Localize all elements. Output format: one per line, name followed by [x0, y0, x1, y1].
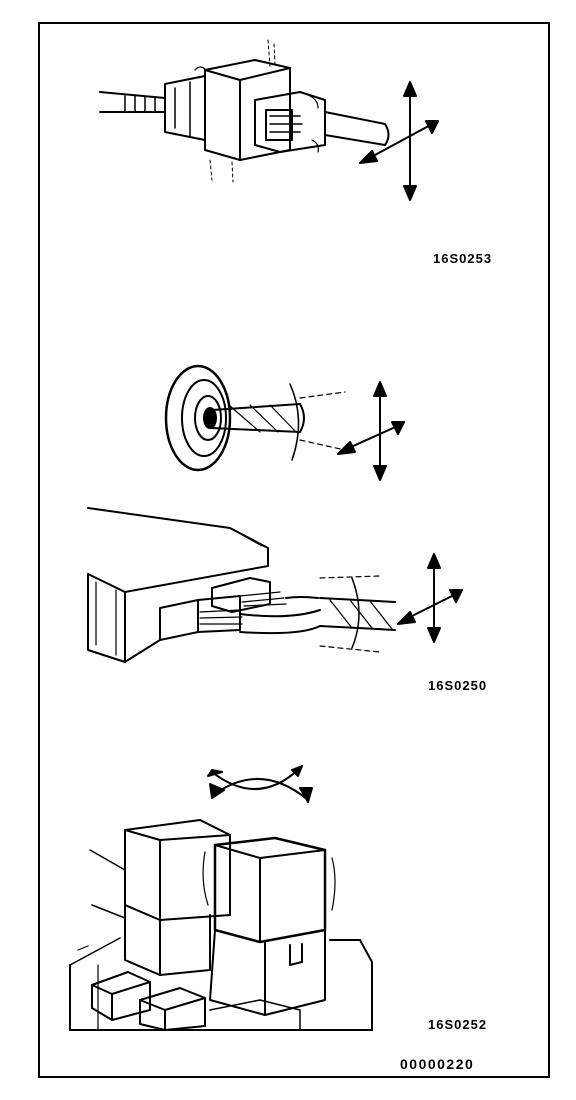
figure-frame — [38, 22, 550, 1078]
figure-label-relay: 16S0252 — [428, 1017, 488, 1032]
ecu-connector-illustration — [87, 507, 463, 663]
connector-inline-illustration — [99, 39, 439, 201]
document-code: 00000220 — [400, 1056, 475, 1072]
figure-label-connector: 16S0253 — [433, 251, 493, 266]
grommet-illustration — [164, 364, 405, 481]
figure-label-ecu: 16S0250 — [428, 678, 488, 693]
relay-box-illustration — [69, 765, 373, 1031]
